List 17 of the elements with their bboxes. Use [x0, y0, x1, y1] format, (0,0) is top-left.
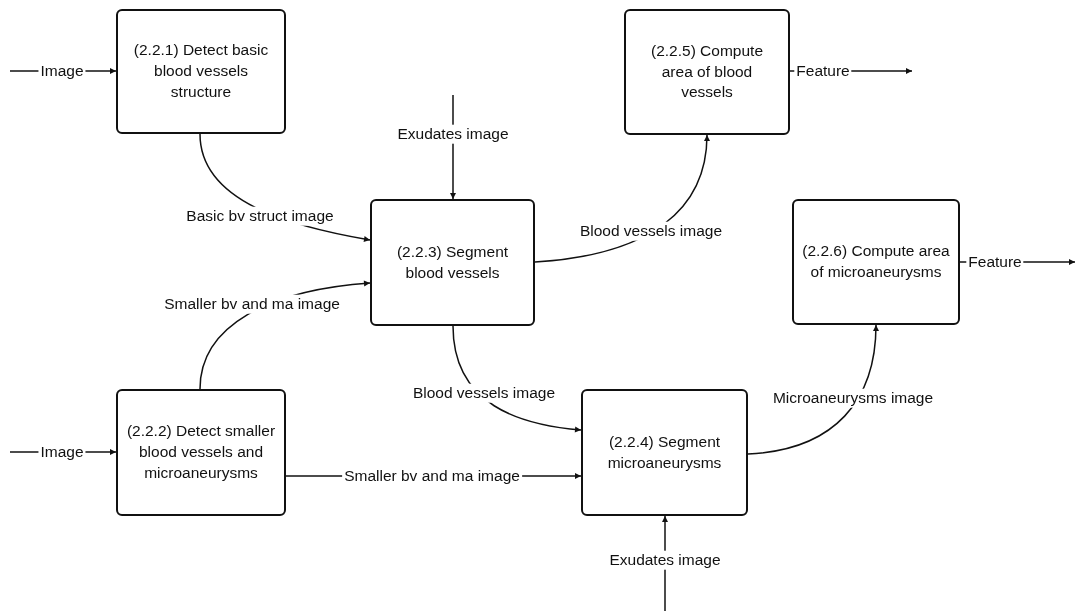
edge-label: Exudates image: [607, 550, 723, 570]
process-label: (2.2.1) Detect basic blood vessels structure: [132, 40, 270, 102]
edge-label: Smaller bv and ma image: [162, 294, 342, 314]
edge-label: Basic bv struct image: [184, 206, 336, 226]
process-box: [792, 199, 960, 325]
process-label: (2.2.4) Segment microaneurysms: [606, 431, 723, 473]
process-label: (2.2.5) Compute area of blood vessels: [650, 40, 764, 103]
process-box: [581, 389, 748, 516]
process-box: [624, 9, 790, 135]
edge-label: Exudates image: [395, 124, 511, 144]
process-box: [116, 389, 286, 516]
process-box: [370, 199, 535, 326]
process-label: (2.2.3) Segment blood vessels: [395, 241, 510, 283]
process-box: [116, 9, 286, 134]
arrow: [747, 324, 879, 455]
process-label: (2.2.6) Compute area of microaneurysms: [802, 241, 950, 282]
process-label: (2.2.2) Detect smaller blood vessels and microaneurysms: [126, 421, 276, 483]
